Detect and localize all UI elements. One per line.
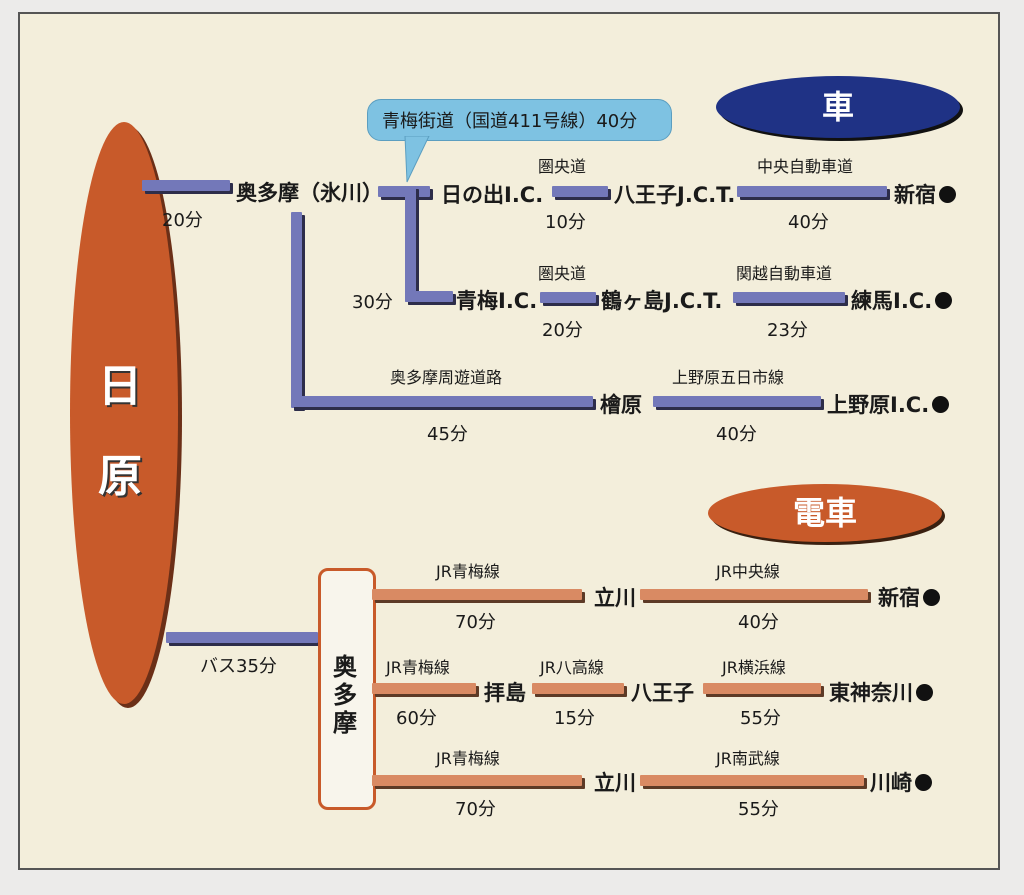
row2-mid1: 拝島 [484,681,526,705]
terminal-dot [932,396,950,413]
row2-time3: 55分 [740,708,781,729]
row2-end-text: 東神奈川 [829,681,913,705]
label-tsurugashima-jct: 鶴ヶ島J.C.T. [601,289,723,313]
terminal-dot [939,186,956,203]
terminal-dot [923,589,940,606]
time-30: 30分 [352,292,393,313]
line-hinode-hachioji [552,186,608,197]
terminal-dot [935,292,953,309]
label-okutama-hikawa: 奥多摩（氷川） [236,181,383,205]
callout-bubble [367,99,672,141]
rail-row1-seg1 [372,589,582,600]
okutama-box-char-1: 奥 [333,653,357,681]
row1-mid: 立川 [594,586,636,610]
label-nerima-ic: 練馬I.C. [851,285,953,315]
rail-row2-seg2 [532,683,624,694]
line-hikawa-junction [378,186,430,197]
row2-time2: 15分 [554,708,595,729]
label-bus: バス35分 [200,656,277,677]
row2-mid2: 八王子 [631,681,694,705]
line-junction-down [405,186,416,302]
time-40a: 40分 [788,212,829,233]
row1-end-text: 新宿 [878,586,920,610]
label-uenohara-ic: 上野原I.C. [827,389,950,419]
label-uenohara-ic-text: 上野原I.C. [827,393,930,417]
road-kenodo-2: 圏央道 [538,264,587,283]
line-okutama-down [291,212,302,408]
road-kenodo-1: 圏央道 [538,157,587,176]
time-10: 10分 [545,212,586,233]
origin-char-1: 日 [98,361,142,412]
road-uenohara-itsukaichi: 上野原五日市線 [672,368,785,387]
row1-line1: JR青梅線 [436,562,500,581]
line-bus [166,632,318,643]
time-20: 20分 [162,210,203,231]
road-chuo-expwy: 中央自動車道 [757,157,854,176]
rail-row1-seg2 [640,589,868,600]
line-hinohara-uenohara [653,396,821,407]
time-40b: 40分 [716,424,757,445]
line-okutama-hinohara [291,396,593,407]
terminal-dot [915,774,932,791]
line-junction-ome [405,291,453,302]
row3-line2: JR南武線 [716,749,780,768]
line-hachioji-shinjuku [737,186,887,197]
row3-time1: 70分 [455,799,496,820]
row2-line1: JR青梅線 [386,658,450,677]
car-badge: 車 [716,76,960,138]
terminal-dot [916,684,933,701]
row3-line1: JR青梅線 [436,749,500,768]
rail-row2-seg3 [703,683,821,694]
line-ome-tsurugashima [540,292,596,303]
road-kanetsu-expwy: 関越自動車道 [736,264,833,283]
row2-line3: JR横浜線 [722,658,786,677]
row3-end: 川崎 [870,767,932,797]
label-ome-ic: 青梅I.C. [456,289,538,313]
label-hachioji-jct: 八王子J.C.T. [614,183,736,207]
row1-time2: 40分 [738,612,779,633]
row1-line2: JR中央線 [716,562,780,581]
okutama-station-box [318,568,376,810]
row2-end: 東神奈川 [829,677,933,707]
time-20b: 20分 [542,320,583,341]
origin-char-2: 原 [98,451,142,502]
rail-row3-seg2 [640,775,864,786]
callout-pointer [404,136,430,183]
row3-mid: 立川 [594,771,636,795]
label-hinohara: 檜原 [600,393,642,417]
rail-row3-seg1 [372,775,582,786]
road-okutama-shuyu: 奥多摩周遊道路 [390,368,503,387]
label-hinode-ic: 日の出I.C. [441,183,544,207]
train-badge-label: 電車 [792,494,857,532]
callout-text: 青梅街道（国道411号線）40分 [382,111,638,132]
train-badge: 電車 [708,484,942,542]
rail-row2-seg1 [372,683,476,694]
time-45: 45分 [427,424,468,445]
origin-hinohara-ellipse [70,122,178,704]
car-badge-label: 車 [821,88,854,126]
row2-line2: JR八高線 [540,658,604,677]
row1-time1: 70分 [455,612,496,633]
route-diagram-panel [18,12,1000,870]
label-nerima-ic-text: 練馬I.C. [851,289,933,313]
okutama-box-char-3: 摩 [333,709,357,737]
row2-time1: 60分 [396,708,437,729]
label-shinjuku-car-text: 新宿 [894,183,936,207]
row3-time2: 55分 [738,799,779,820]
line-origin-okutama [142,180,230,191]
line-tsurugashima-nerima [733,292,845,303]
okutama-box-char-2: 多 [333,681,357,709]
label-shinjuku-car: 新宿 [894,179,956,209]
row1-end: 新宿 [878,582,940,612]
time-23: 23分 [767,320,808,341]
row3-end-text: 川崎 [870,771,912,795]
